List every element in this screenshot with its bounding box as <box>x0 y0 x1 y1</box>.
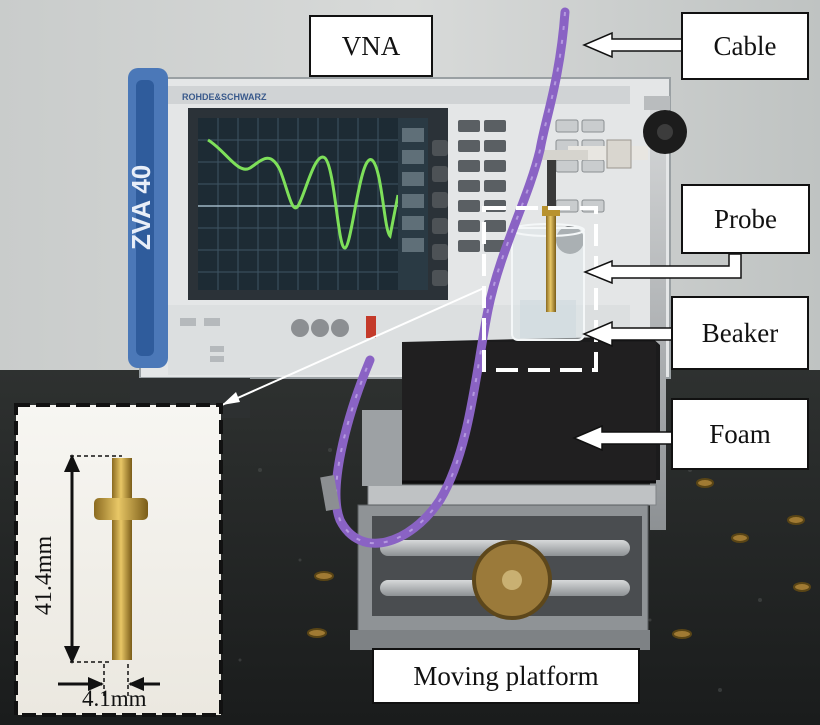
cable-arrow <box>582 31 683 59</box>
label-arrows <box>572 31 742 452</box>
probe <box>542 160 560 312</box>
vna-side-model-label: ZVA 40 <box>126 165 156 250</box>
label-probe: Probe <box>681 184 810 254</box>
inset-pointer-arrowhead <box>222 392 240 405</box>
label-vna: VNA <box>309 15 433 77</box>
inset-length-text: 41.4mm <box>31 535 58 615</box>
probe-arrow <box>583 253 742 285</box>
inset-diameter-label: 4.1mm <box>82 686 147 712</box>
label-probe-text: Probe <box>714 203 777 234</box>
inset-pointer-line <box>221 287 485 406</box>
beaker-arrow <box>582 320 673 348</box>
label-beaker: Beaker <box>671 296 809 370</box>
vna-usb-ports <box>180 318 224 362</box>
label-moving-platform: Moving platform <box>372 648 640 704</box>
vna-ports <box>291 319 349 337</box>
label-cable-text: Cable <box>713 30 777 61</box>
vna-trace <box>207 138 400 250</box>
vna-softkeys <box>402 128 424 252</box>
label-foam: Foam <box>671 398 809 470</box>
foam-arrow <box>572 424 673 452</box>
cable-connector <box>320 475 340 511</box>
label-cable: Cable <box>681 12 809 80</box>
inset-diameter-text: 4.1mm <box>82 686 147 711</box>
table-mount-holes <box>307 478 811 639</box>
vna-screen-buttons <box>432 140 448 286</box>
label-foam-text: Foam <box>709 418 771 449</box>
vna-brand-label: ROHDE&SCHWARZ <box>182 92 267 102</box>
inset-length-label: 41.4mm <box>24 520 66 630</box>
vna-keypad <box>458 120 506 252</box>
label-vna-text: VNA <box>341 30 401 61</box>
foam-block <box>402 336 660 484</box>
label-moving-platform-text: Moving platform <box>413 660 599 691</box>
probe-inset <box>14 403 223 717</box>
label-beaker-text: Beaker <box>701 317 779 348</box>
